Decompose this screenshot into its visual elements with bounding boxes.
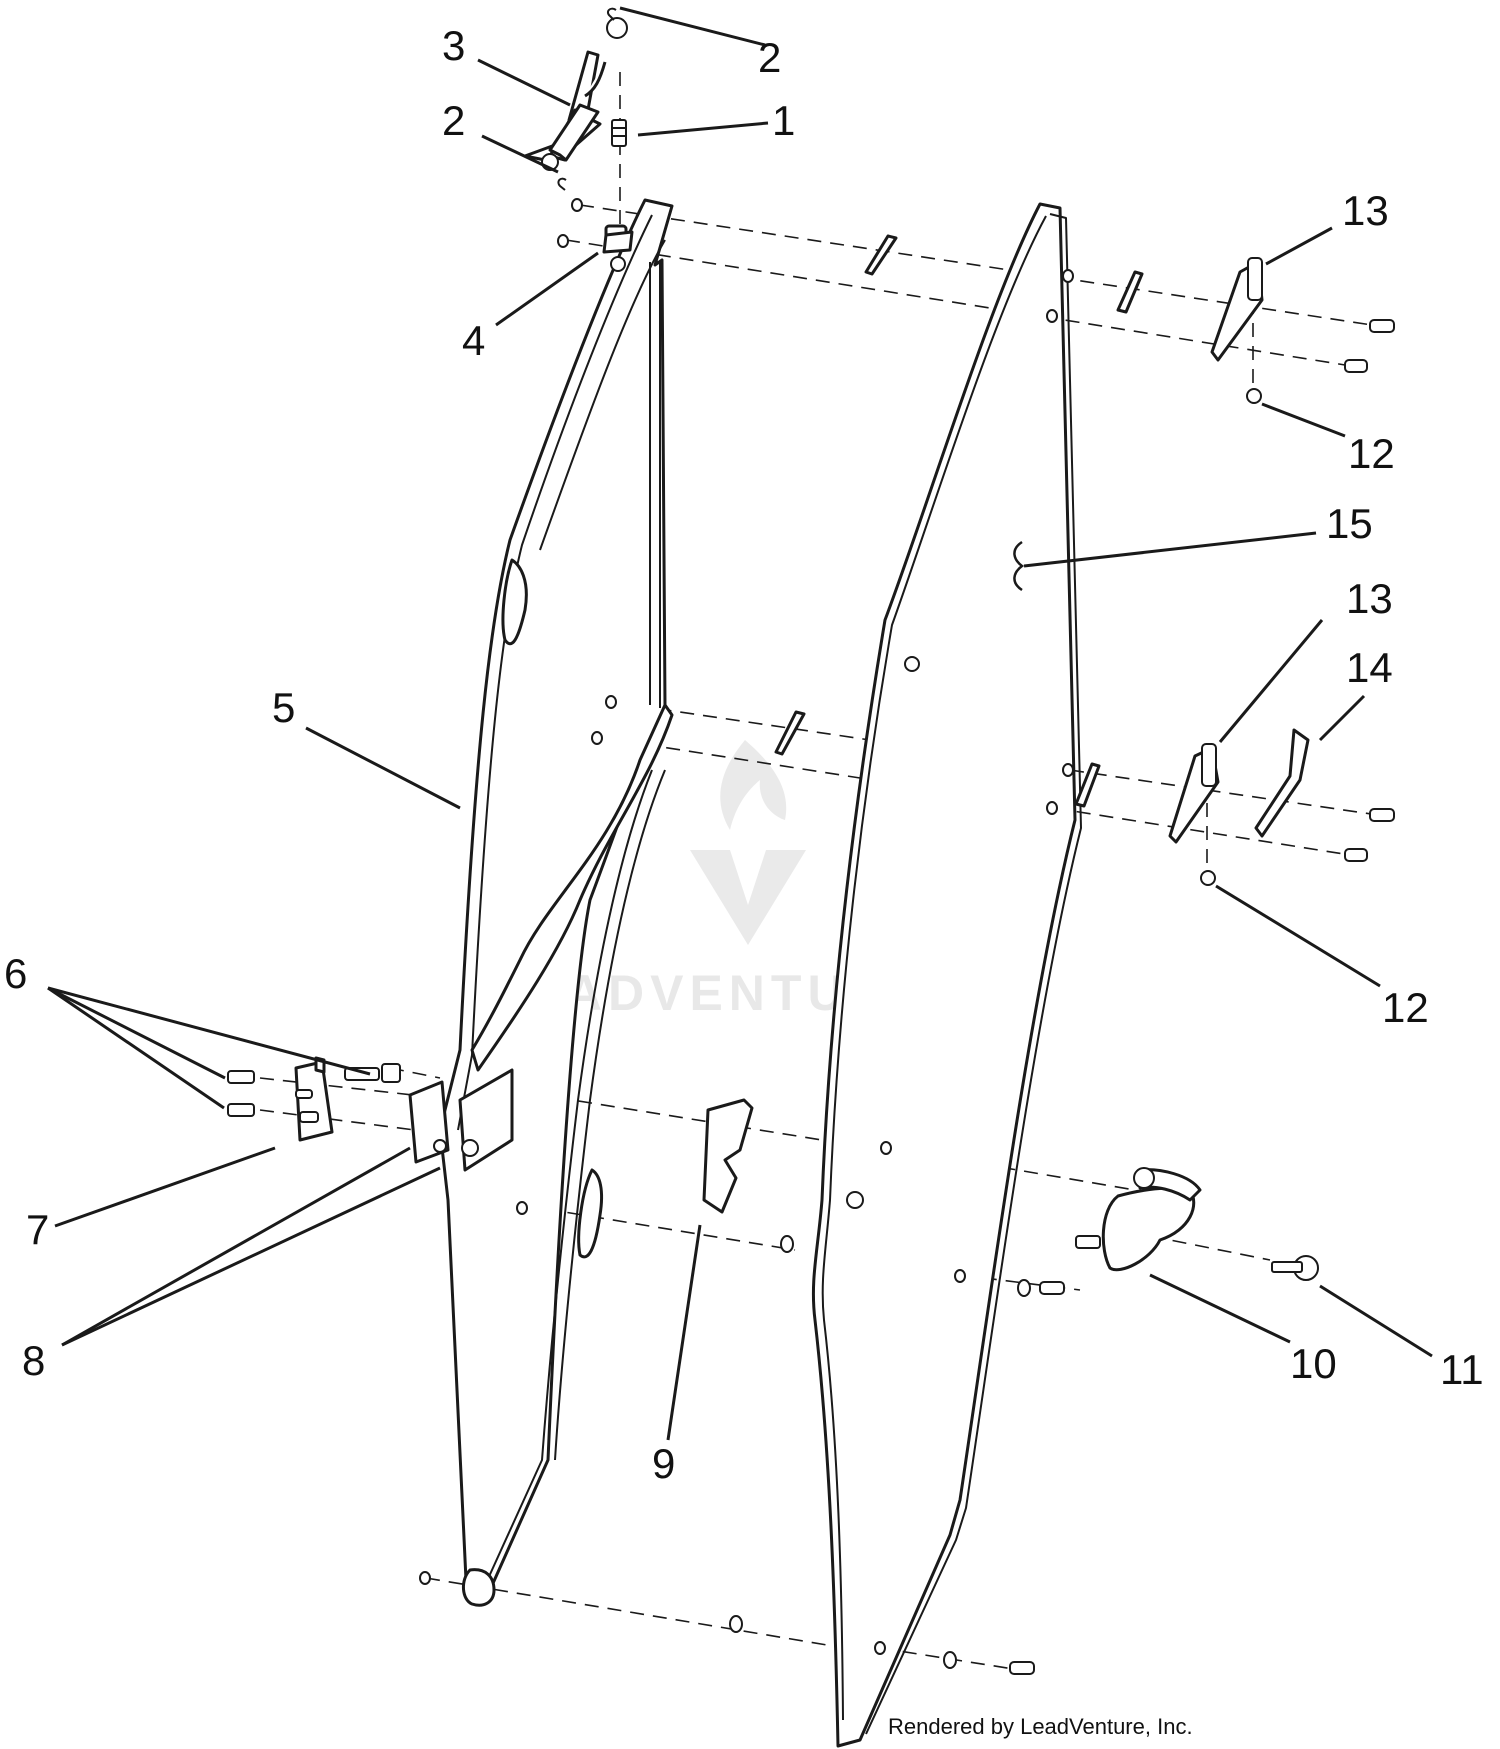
callout-13-lower: 13	[1346, 575, 1393, 622]
callout-13-upper: 13	[1342, 187, 1389, 234]
callout-12-lower: 12	[1382, 984, 1429, 1031]
mount-bracket-part-4	[602, 230, 634, 254]
render-credit: Rendered by LeadVenture, Inc.	[888, 1714, 1193, 1739]
hinge-part-13-lower	[1168, 743, 1220, 844]
callout-6: 6	[4, 950, 27, 997]
handle-part-10	[1075, 1167, 1202, 1272]
callout-11: 11	[1440, 1346, 1484, 1393]
clip-part-2-lower	[557, 177, 567, 191]
latch-bracket-part-8	[408, 1068, 514, 1172]
nut-part-12-lower	[1200, 870, 1216, 886]
callout-2-lower: 2	[442, 97, 465, 144]
gas-strut-part-3	[523, 17, 628, 171]
door-frame-part-5	[438, 198, 674, 1607]
latch-plate-part-9	[702, 1098, 754, 1214]
callout-3: 3	[442, 22, 465, 69]
nut-part-12-upper	[1246, 388, 1262, 404]
leader-lines	[47, 6, 1433, 1441]
fastener-hardware	[227, 198, 1395, 1675]
callout-7: 7	[26, 1206, 49, 1253]
glass-panel-part-15	[811, 202, 1082, 1748]
callout-5: 5	[272, 684, 295, 731]
callout-1: 1	[772, 97, 795, 144]
leadventure-watermark-logo	[690, 740, 806, 945]
callout-14: 14	[1346, 644, 1393, 691]
key-part-11	[1271, 1255, 1319, 1281]
callout-10: 10	[1290, 1340, 1337, 1387]
callout-4: 4	[462, 317, 485, 364]
ball-stud-part-1	[611, 119, 627, 147]
striker-bracket-part-7	[294, 1056, 334, 1142]
clip-part-2-top	[606, 7, 617, 21]
callout-9: 9	[652, 1440, 675, 1487]
callout-12-upper: 12	[1348, 430, 1395, 477]
callout-8: 8	[22, 1337, 45, 1384]
callout-2-top: 2	[758, 34, 781, 81]
hinge-part-13-upper	[1210, 257, 1264, 362]
bracket-part-14	[1254, 728, 1310, 838]
spacers	[774, 234, 1144, 808]
callout-15: 15	[1326, 500, 1373, 547]
